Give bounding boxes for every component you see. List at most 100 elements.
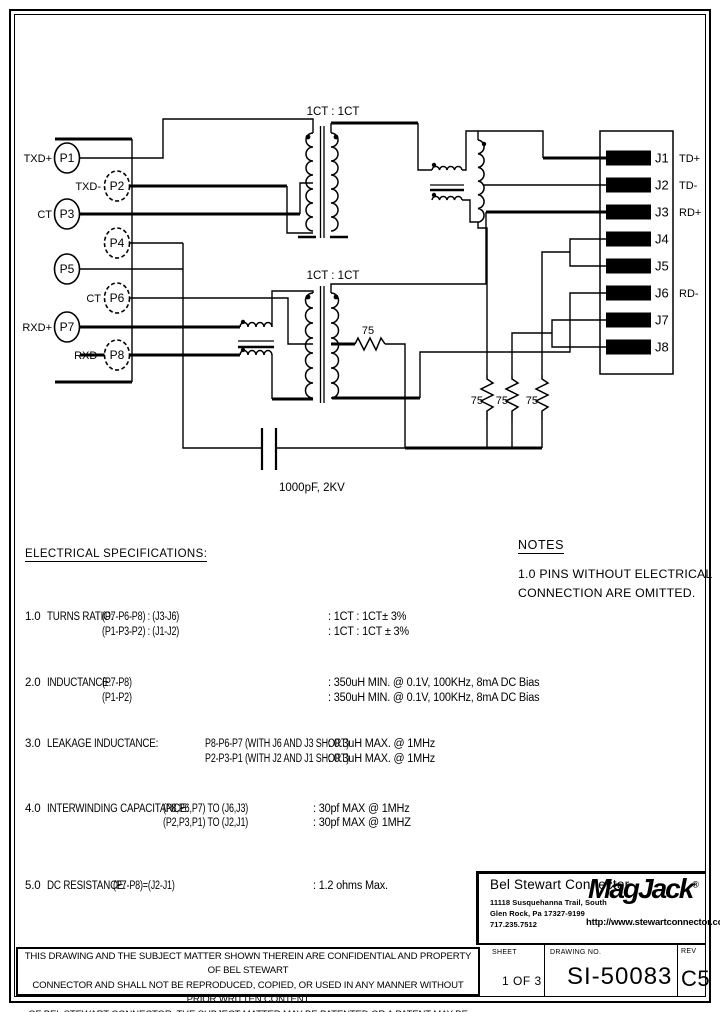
pin-id-j1: J1	[655, 151, 669, 166]
transformer-windings	[239, 132, 485, 399]
spec-num: 2.0	[25, 677, 41, 689]
circuit-schematic: P1 P2 P3 P4 P5 P6 P7 P8 TXD+ TXD- CT CT …	[22, 106, 701, 494]
capacitor-symbol	[260, 428, 278, 470]
company-address-line2: Glen Rock, Pa 17327-9199	[490, 909, 585, 918]
spec-label: TURNS RATIO:	[47, 611, 114, 623]
pin-id-p5: P5	[60, 262, 75, 276]
jack-pad-j3	[606, 204, 651, 220]
signal-label-td-plus: TD+	[679, 153, 700, 165]
magjack-logo: MagJack®	[588, 873, 699, 905]
company-name: Bel Stewart Connector	[490, 877, 630, 892]
spec-condition: (P7-P8)=(J2-J1)	[113, 880, 175, 892]
spec-value: : 1CT : 1CT ± 3%	[328, 626, 409, 638]
pin-id-p8: P8	[110, 348, 125, 362]
jack-pad-j2	[606, 177, 651, 193]
sheet-number: 1 OF 3	[502, 974, 542, 988]
spec-label: DC RESISTANCE:	[47, 880, 126, 892]
jack-pin-pads	[606, 150, 651, 355]
signal-label-rd-plus: RD+	[679, 207, 701, 219]
company-phone: 717.235.7512	[490, 920, 538, 929]
pin-circle-p7	[53, 311, 81, 343]
jack-pin-ids: J1 J2 J3 J4 J5 J6 J7 J8	[655, 151, 669, 355]
jack-pad-j5	[606, 258, 651, 274]
footer-divider-2	[677, 945, 678, 997]
rev-value: C5	[681, 966, 711, 991]
page-border-inner	[14, 14, 706, 997]
pin-circle-p6	[103, 282, 131, 314]
company-address-line1: 11118 Susquehanna Trail, South	[490, 898, 607, 907]
pin-id-p1: P1	[60, 151, 75, 165]
transformer-cores	[238, 126, 464, 403]
drawing-no-label: DRAWING NO.	[550, 949, 602, 956]
resistor-value-r3: 75	[496, 395, 508, 407]
resistor-value-r2: 75	[471, 395, 483, 407]
pin-id-j2: J2	[655, 178, 669, 193]
pin-id-p2: P2	[110, 179, 125, 193]
specs-title: ELECTRICAL SPECIFICATIONS:	[25, 548, 208, 562]
sheet-label: SHEET	[492, 949, 517, 956]
page-border-outer	[9, 9, 711, 1003]
spec-value: : 350uH MIN. @ 0.1V, 100KHz, 8mA DC Bias	[328, 677, 540, 689]
drawing-number: SI-50083	[567, 963, 673, 990]
p-connector-bars	[55, 137, 132, 384]
rev-label: REV	[681, 948, 697, 955]
spec-condition: (P7-P6-P8) : (J3-J6)	[102, 611, 180, 623]
winding-polarity-dots	[240, 134, 487, 353]
spec-condition: (P1-P2)	[102, 692, 132, 704]
spec-num: 4.0	[25, 803, 41, 815]
core-heavy-lines	[238, 188, 464, 349]
spec-value: : 30pf MAX @ 1MHZ	[313, 817, 411, 829]
spec-condition: P2-P3-P1 (WITH J2 AND J1 SHORT)	[205, 753, 350, 765]
pin-circle-p1	[53, 142, 81, 174]
plug-pins	[53, 142, 131, 371]
company-url: http://www.stewartconnector.com	[586, 917, 720, 928]
resistor-symbols	[354, 336, 550, 420]
pin-id-j3: J3	[655, 205, 669, 220]
pin-circle-p2	[103, 170, 131, 202]
spec-condition: (P7-P8)	[102, 677, 132, 689]
plug-pin-ids: P1 P2 P3 P4 P5 P6 P7 P8	[60, 151, 125, 362]
spec-label: INDUCTANCE:	[47, 677, 112, 689]
signal-label-ct-top: CT	[37, 209, 52, 221]
legal-line-1: THIS DRAWING AND THE SUBJECT MATTER SHOW…	[24, 951, 472, 977]
signal-label-txd-minus: TXD-	[75, 181, 101, 193]
spec-value: : 1CT : 1CT± 3%	[328, 611, 407, 623]
registered-trademark-icon: ®	[692, 879, 699, 890]
pin-id-p7: P7	[60, 320, 75, 334]
pin-id-p6: P6	[110, 291, 125, 305]
notes-section: NOTES 1.0 PINS WITHOUT ELECTRICAL CONNEC…	[518, 536, 718, 603]
jack-pin-signals: TD+ TD- RD+ RD-	[679, 153, 701, 300]
pin-id-j6: J6	[655, 286, 669, 301]
jack-pad-j8	[606, 339, 651, 355]
pin-circle-p3	[53, 198, 81, 230]
wires-thin	[80, 118, 606, 449]
resistor-value-r1: 75	[362, 325, 374, 337]
notes-item-number: 1.0	[518, 567, 536, 581]
footer-divider-1	[544, 945, 545, 997]
notes-title: NOTES	[518, 538, 565, 554]
notes-item: 1.0 PINS WITHOUT ELECTRICAL CONNECTION A…	[518, 565, 716, 603]
pin-id-j5: J5	[655, 259, 669, 274]
signal-label-ct-bottom: CT	[86, 293, 101, 305]
signal-label-rxd-plus: RXD+	[22, 322, 52, 334]
signal-label-txd-plus: TXD+	[24, 153, 52, 165]
wires-thick	[80, 121, 606, 450]
spec-value: : 30pf MAX @ 1MHz	[313, 803, 410, 815]
legal-line-3: OF BEL STEWART CONNECTOR. THE SUBJECT MA…	[18, 1008, 478, 1012]
pin-circle-p8	[103, 339, 131, 371]
pin-id-j7: J7	[655, 313, 669, 328]
jack-pad-j7	[606, 312, 651, 328]
resistor-value-r4: 75	[526, 395, 538, 407]
pin-id-p3: P3	[60, 207, 75, 221]
magjack-logo-text: MagJack	[588, 873, 694, 904]
pin-circle-p4	[103, 227, 131, 259]
jack-pad-j6	[606, 285, 651, 301]
spec-num: 5.0	[25, 880, 41, 892]
pin-id-j8: J8	[655, 340, 669, 355]
jack-pad-j1	[606, 150, 651, 166]
spec-value: : 0.3uH MAX. @ 1MHz	[328, 753, 436, 765]
title-block-top-border	[476, 871, 706, 874]
signal-label-rd-minus: RD-	[679, 288, 699, 300]
spec-value: : 350uH MIN. @ 0.1V, 100KHz, 8mA DC Bias	[328, 692, 540, 704]
